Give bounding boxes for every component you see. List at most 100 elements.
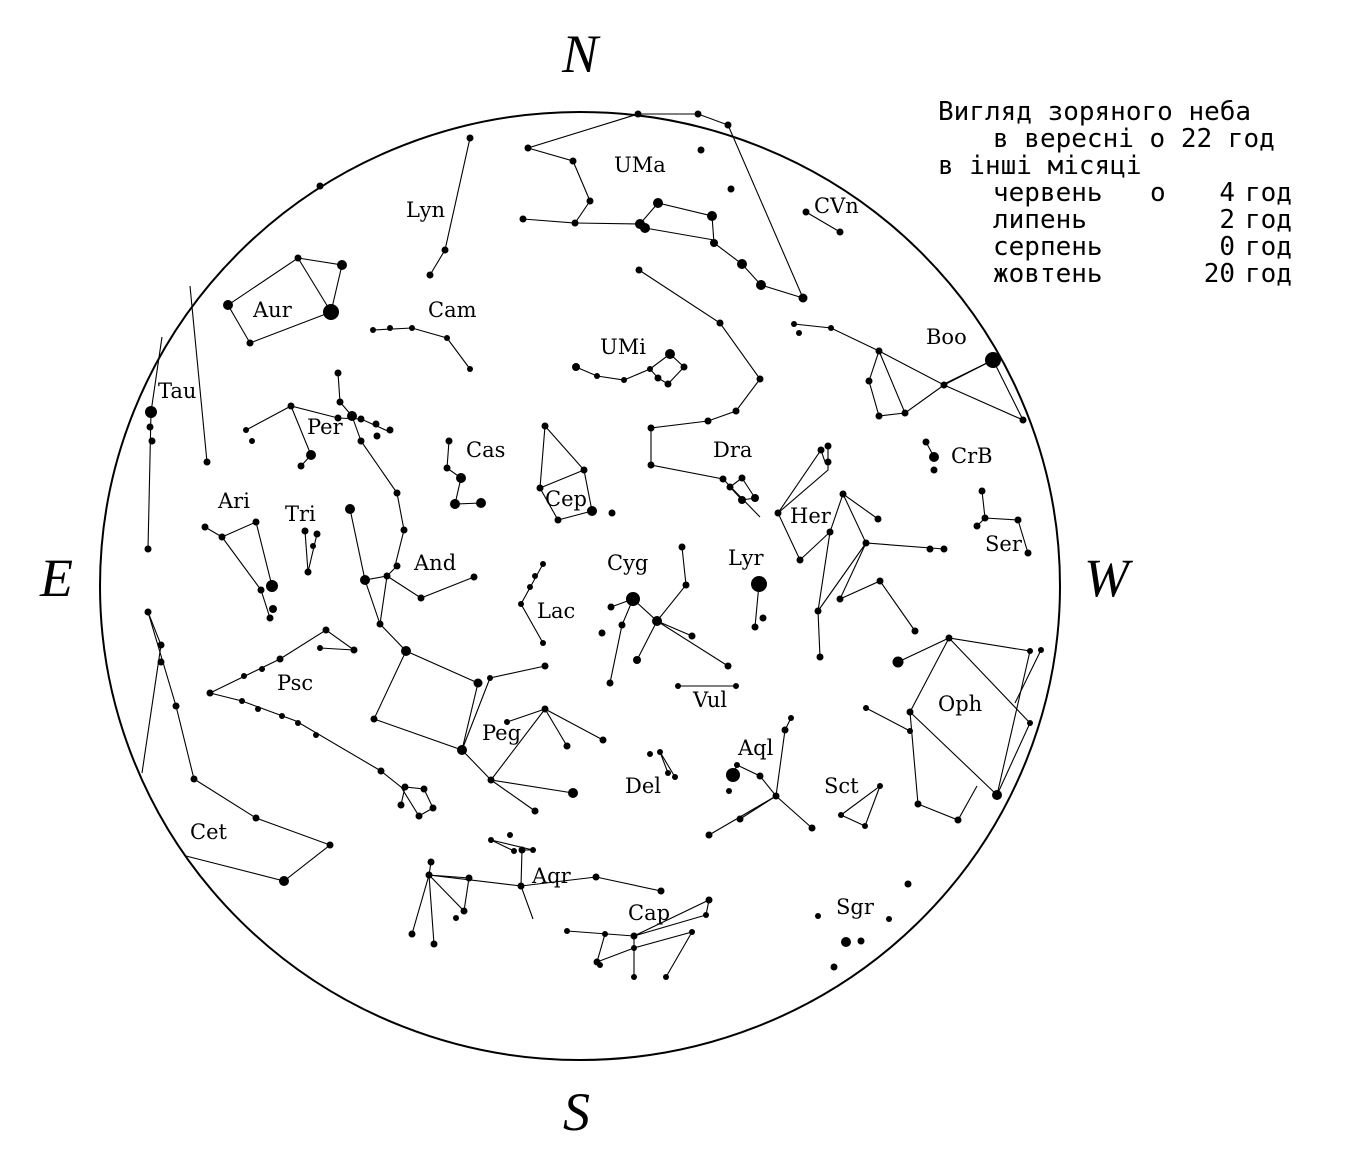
per-star <box>347 411 357 421</box>
cyg-star <box>652 616 662 626</box>
lyr-star <box>759 614 767 622</box>
vul-star <box>675 683 681 689</box>
psc-star <box>350 646 358 654</box>
oph-line <box>909 637 978 821</box>
psc-line <box>209 692 382 772</box>
and-star <box>417 594 425 602</box>
her-star <box>826 528 834 536</box>
label-cep: Cep <box>545 487 587 511</box>
per-star <box>306 450 316 460</box>
sgr-star <box>886 916 892 922</box>
cet-star <box>172 702 180 710</box>
aqr-star <box>488 837 494 843</box>
uma-star <box>569 157 577 165</box>
del-line <box>659 751 669 774</box>
cet-line <box>141 644 162 774</box>
aqr-star <box>511 848 517 854</box>
psc-star <box>295 720 301 726</box>
per-star <box>372 420 380 428</box>
dra-star <box>704 417 712 425</box>
aqr-line <box>490 839 534 851</box>
cet-star <box>144 608 152 616</box>
psc-star <box>239 698 245 704</box>
cas-star <box>450 499 460 509</box>
del-star <box>672 774 678 780</box>
psc-star <box>322 626 330 634</box>
label-aur: Aur <box>252 298 293 322</box>
cyg-star <box>618 621 626 629</box>
label-lyn: Lyn <box>406 198 445 222</box>
per-star <box>249 438 255 444</box>
tau-line <box>150 336 163 413</box>
cyg-line <box>609 598 634 684</box>
cep-star <box>587 506 597 516</box>
aql-star <box>772 792 780 800</box>
and-star <box>383 572 391 580</box>
lac-star <box>532 573 538 579</box>
per-line <box>337 372 353 417</box>
sgr-star <box>904 880 912 888</box>
psc-star <box>206 689 214 697</box>
lyn-star <box>441 246 449 254</box>
peg-star <box>541 705 549 713</box>
uma-star <box>727 185 735 193</box>
lyn-star <box>466 134 474 142</box>
cyg-star <box>607 603 615 611</box>
tau-line <box>189 285 208 463</box>
boo-star <box>796 330 802 336</box>
month-hour: 2 <box>1219 205 1235 235</box>
oph-line <box>1014 649 1042 704</box>
psc-star <box>241 673 247 679</box>
label-lyr: Lyr <box>728 546 764 570</box>
per-star <box>357 437 365 445</box>
lac-star <box>527 584 533 590</box>
aql-line <box>739 795 777 820</box>
her-star <box>911 627 919 635</box>
month-name: червень <box>993 178 1103 208</box>
her-star <box>774 509 782 517</box>
sct-star <box>838 812 844 818</box>
per-star <box>357 415 365 423</box>
uma-star <box>640 223 650 233</box>
aqr-line <box>428 874 435 945</box>
boo-star <box>901 409 909 417</box>
uma-star <box>634 110 642 118</box>
aqr-line <box>428 874 465 912</box>
label-umi: UMi <box>600 335 646 359</box>
her-star <box>940 545 948 553</box>
peg-star <box>563 742 571 750</box>
and-star <box>470 573 478 581</box>
uma-line <box>574 113 804 299</box>
her-star <box>874 515 882 523</box>
cyg-star <box>606 679 614 687</box>
cvn-star <box>836 228 844 236</box>
cep-star <box>580 466 588 474</box>
cvn-star <box>802 208 810 216</box>
crb-star <box>922 438 930 446</box>
psc-star <box>415 812 423 820</box>
cam-star <box>444 335 450 341</box>
uma-star <box>710 239 718 247</box>
umi-star <box>572 363 580 371</box>
label-psc: Psc <box>277 671 313 695</box>
aqr-star <box>460 907 468 915</box>
uma-star <box>737 259 747 269</box>
cyg-line <box>636 546 687 661</box>
month-unit: год <box>1245 259 1292 289</box>
sgr-star <box>815 913 821 919</box>
month-name: жовтень <box>993 259 1103 289</box>
aql-star <box>734 762 740 768</box>
ari-star <box>201 523 209 531</box>
cep-line <box>539 469 585 489</box>
cep-star <box>554 516 562 524</box>
aur-star <box>223 300 233 310</box>
per-star <box>386 426 394 434</box>
cyg-star <box>598 629 606 637</box>
dra-star <box>756 375 764 383</box>
month-hour: 4 <box>1219 178 1235 208</box>
info-title: Вигляд зоряного неба <box>938 97 1251 127</box>
cas-star <box>456 473 466 483</box>
aql-line <box>732 764 813 829</box>
umi-star <box>664 380 672 388</box>
peg-line <box>373 650 407 720</box>
